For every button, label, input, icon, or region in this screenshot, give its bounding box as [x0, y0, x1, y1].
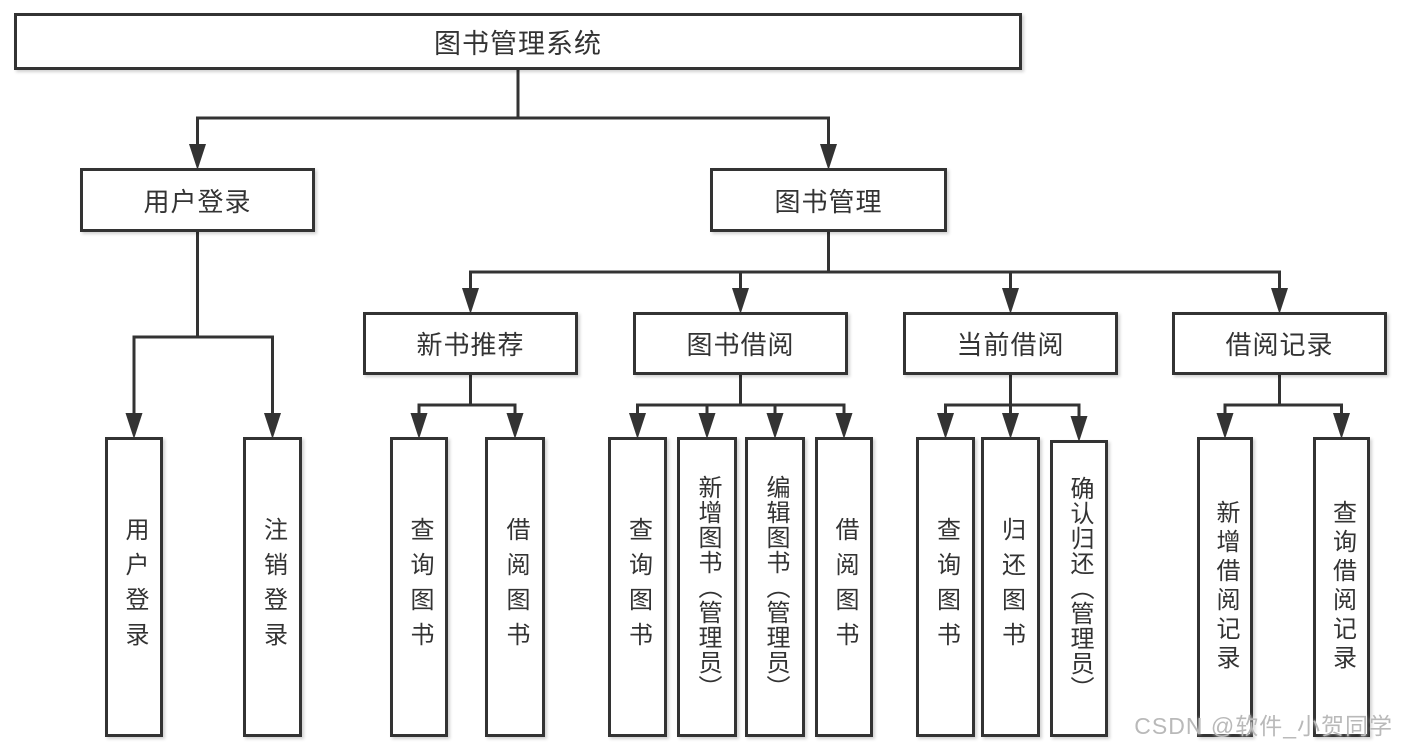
node-book-mgmt: 图书管理: [710, 168, 947, 232]
arrowhead-icon: [937, 413, 954, 439]
node-book-borrow: 图书借阅: [633, 312, 848, 375]
node-cb-return-books: 归还图书: [981, 437, 1040, 737]
node-bb-query-books: 查询图书: [608, 437, 667, 737]
node-label: 用户登录: [121, 517, 148, 657]
node-user-login: 用户登录: [80, 168, 315, 232]
node-label: 新增借阅记录: [1212, 500, 1239, 674]
arrowhead-icon: [410, 413, 428, 439]
node-new-book-rec: 新书推荐: [363, 312, 578, 375]
arrowhead-icon: [189, 144, 206, 170]
node-label: 归还图书: [997, 517, 1025, 657]
arrowhead-icon: [1216, 413, 1234, 439]
node-label: 编辑图书（管理员）: [762, 474, 789, 700]
node-bb-add-books: 新增图书（管理员）: [677, 437, 737, 737]
node-br-add-record: 新增借阅记录: [1197, 437, 1253, 737]
node-br-query-record: 查询借阅记录: [1313, 437, 1370, 737]
node-label: 借阅图书: [502, 517, 529, 657]
node-borrow-records: 借阅记录: [1172, 312, 1387, 375]
node-user-login-leaf: 用户登录: [105, 437, 163, 737]
node-label: 查询图书: [932, 517, 960, 657]
arrowhead-icon: [820, 144, 837, 170]
node-bb-edit-books: 编辑图书（管理员）: [745, 437, 805, 737]
node-label: 新书推荐: [416, 330, 525, 360]
node-label: 查询图书: [406, 517, 433, 657]
node-current-borrow: 当前借阅: [903, 312, 1118, 375]
node-label: 查询借阅记录: [1328, 500, 1356, 674]
node-label: 用户登录: [143, 186, 252, 217]
node-logout-leaf: 注销登录: [243, 437, 302, 737]
arrowhead-icon: [462, 288, 479, 314]
node-label: 图书管理: [774, 186, 883, 217]
node-label: 图书管理系统: [434, 29, 602, 59]
node-label: 新增图书（管理员）: [694, 474, 721, 700]
node-label: 借阅图书: [831, 517, 858, 657]
arrowhead-icon: [1002, 288, 1019, 314]
node-root: 图书管理系统: [14, 13, 1022, 70]
node-label: 确认归还（管理员）: [1066, 476, 1093, 701]
arrowhead-icon: [125, 413, 143, 439]
node-nbr-borrow-books: 借阅图书: [485, 437, 545, 737]
node-cb-query-books: 查询图书: [916, 437, 975, 737]
arrowhead-icon: [835, 413, 853, 439]
arrowhead-icon: [629, 413, 646, 439]
arrowhead-icon: [264, 413, 281, 439]
arrowhead-icon: [1333, 413, 1350, 439]
arrowhead-icon: [698, 413, 716, 439]
node-cb-confirm-return: 确认归还（管理员）: [1050, 440, 1108, 737]
node-label: 注销登录: [259, 517, 287, 657]
arrowhead-icon: [766, 413, 784, 439]
node-label: 图书借阅: [686, 330, 795, 360]
node-label: 当前借阅: [956, 330, 1065, 360]
arrowhead-icon: [1271, 288, 1288, 314]
arrowhead-icon: [1070, 416, 1088, 442]
node-label: 查询图书: [624, 517, 652, 657]
arrowhead-icon: [732, 288, 749, 314]
arrowhead-icon: [1002, 413, 1019, 439]
node-bb-borrow-books: 借阅图书: [815, 437, 873, 737]
arrowhead-icon: [506, 413, 524, 439]
watermark: CSDN @软件_小贺同学: [1134, 713, 1393, 739]
node-nbr-query-books: 查询图书: [390, 437, 448, 737]
node-label: 借阅记录: [1225, 330, 1334, 360]
